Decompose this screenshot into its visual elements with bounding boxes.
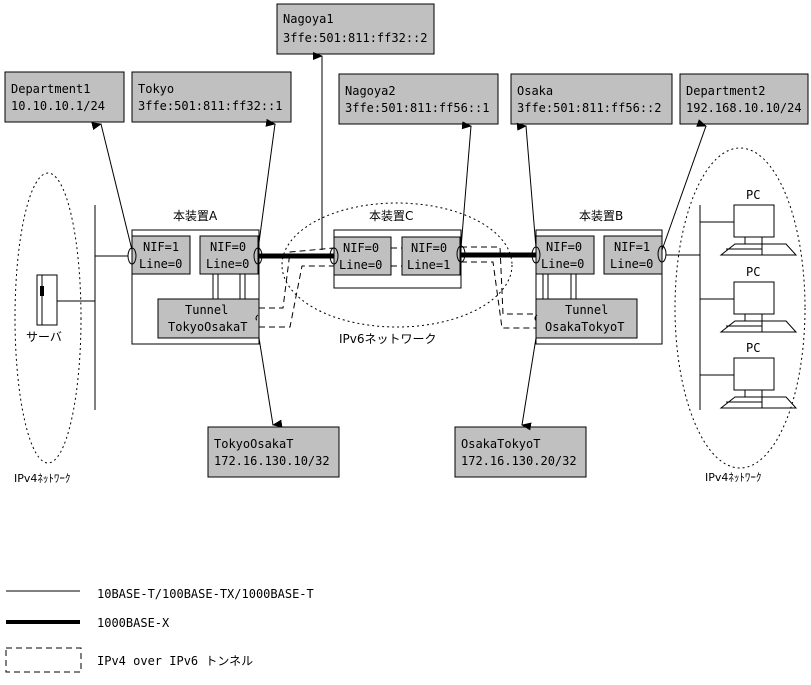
svg-text:Tunnel: Tunnel [565, 303, 608, 317]
svg-text:Line=0: Line=0 [139, 257, 182, 271]
device-a: 本装置A NIF=1 Line=0 NIF=0 Line=0 Tunnel To… [131, 209, 260, 345]
ipv4-network-right-label: IPv4ﾈｯﾄﾜｰｸ [705, 471, 761, 484]
legend-label-1: 1000BASE-X [97, 616, 170, 630]
arrow-to-osaka [516, 122, 537, 249]
svg-text:TokyoOsakaT: TokyoOsakaT [168, 320, 247, 334]
device-a-tunnel-if [157, 298, 260, 339]
device-c-if-line1 [401, 236, 461, 276]
legend-label-0: 10BASE-T/100BASE-TX/1000BASE-T [97, 587, 314, 601]
device-b: 本装置B NIF=0 Line=0 NIF=1 Line=0 Tunnel Os… [535, 209, 663, 345]
label-department2: Department2 192.168.10.10/24 [679, 73, 809, 125]
device-b-title: 本装置B [579, 209, 623, 223]
device-c-title: 本装置C [369, 209, 413, 223]
arrow-to-tokyoosakat [258, 337, 283, 428]
svg-text:NIF=0: NIF=0 [546, 240, 582, 254]
device-c-if-line0 [333, 236, 392, 276]
legend: 10BASE-T/100BASE-TX/1000BASE-T 1000BASE-… [5, 587, 314, 673]
svg-text:NIF=1: NIF=1 [614, 240, 650, 254]
pc-icon [700, 357, 798, 409]
pc-icon [700, 204, 798, 256]
legend-dashed-box-swatch [5, 647, 82, 673]
legend-label-2: IPv4 over IPv6 トンネル [97, 654, 253, 668]
ipv4-network-right-ellipse [674, 147, 806, 469]
label-osaka: Osaka 3ffe:501:811:ff56::2 [510, 73, 673, 125]
arrow-to-department2 [661, 119, 707, 251]
svg-text:Tokyo: Tokyo [138, 82, 174, 96]
svg-text:NIF=0: NIF=0 [411, 241, 447, 255]
device-a-if-nif0 [199, 235, 259, 275]
tunnel-a-endpoint [255, 314, 259, 323]
label-nagoya1: Nagoya1 3ffe:501:811:ff32::2 [276, 3, 435, 55]
svg-text:172.16.130.20/32: 172.16.130.20/32 [461, 454, 577, 468]
svg-text:Nagoya2: Nagoya2 [345, 84, 396, 98]
label-tokyo: Tokyo 3ffe:501:811:ff32::1 [131, 71, 292, 123]
svg-text:3ffe:501:811:ff56::1: 3ffe:501:811:ff56::1 [345, 101, 490, 115]
label-nagoya2: Nagoya2 3ffe:501:811:ff56::1 [338, 73, 499, 125]
svg-text:Line=1: Line=1 [407, 258, 450, 272]
svg-text:Line=0: Line=0 [541, 257, 584, 271]
svg-text:Line=0: Line=0 [206, 257, 249, 271]
svg-text:Department1: Department1 [11, 82, 90, 96]
device-a-title: 本装置A [173, 209, 218, 223]
server-label: サーバ [26, 330, 62, 344]
svg-text:TokyoOsakaT: TokyoOsakaT [214, 437, 293, 451]
device-a-if-nif1 [131, 235, 191, 275]
pc-icon [700, 281, 798, 333]
ipv6-network-label: IPv6ネットワーク [339, 332, 437, 346]
server-icon [36, 274, 58, 326]
svg-text:Line=0: Line=0 [339, 258, 382, 272]
arrow-to-tokyo [257, 118, 276, 251]
arrow-to-osakatokyot [521, 337, 537, 431]
tunnel-b-endpoint [534, 314, 538, 323]
ipv4-network-left-label: IPv4ﾈｯﾄﾜｰｸ [14, 472, 70, 485]
svg-text:OsakaTokyoT: OsakaTokyoT [545, 320, 624, 334]
ipv4-network-left-ellipse [14, 172, 82, 464]
tunnel-path-a-c [259, 247, 335, 328]
svg-text:NIF=0: NIF=0 [343, 241, 379, 255]
pc-label: PC [746, 265, 760, 279]
svg-text:3ffe:501:811:ff32::1: 3ffe:501:811:ff32::1 [138, 99, 283, 113]
svg-text:NIF=1: NIF=1 [143, 240, 179, 254]
port-b-nif1 [657, 245, 667, 263]
arrow-to-nagoya2 [460, 121, 472, 249]
pc-label: PC [746, 341, 760, 355]
svg-text:Line=0: Line=0 [610, 257, 653, 271]
svg-text:172.16.130.10/32: 172.16.130.10/32 [214, 454, 330, 468]
label-department1: Department1 10.10.10.1/24 [4, 71, 125, 123]
label-osakatokyot: OsakaTokyoT 172.16.130.20/32 [454, 426, 587, 478]
svg-text:10.10.10.1/24: 10.10.10.1/24 [11, 99, 105, 113]
device-b-tunnel-if [535, 298, 638, 339]
svg-text:3ffe:501:811:ff32::2: 3ffe:501:811:ff32::2 [283, 31, 428, 45]
label-tokyoosakat: TokyoOsakaT 172.16.130.10/32 [207, 426, 340, 478]
svg-text:Nagoya1: Nagoya1 [283, 12, 334, 26]
svg-text:Department2: Department2 [686, 84, 765, 98]
svg-text:Tunnel: Tunnel [185, 303, 228, 317]
arrow-to-department1 [91, 122, 133, 251]
svg-text:192.168.10.10/24: 192.168.10.10/24 [686, 101, 802, 115]
device-b-if-nif1 [603, 235, 663, 275]
pc-label: PC [746, 188, 760, 202]
svg-text:3ffe:501:811:ff56::2: 3ffe:501:811:ff56::2 [517, 101, 662, 115]
svg-text:NIF=0: NIF=0 [210, 240, 246, 254]
device-c: 本装置C NIF=0 Line=0 NIF=0 Line=1 [333, 209, 462, 289]
ipv6-network-ellipse [281, 202, 513, 328]
svg-text:OsakaTokyoT: OsakaTokyoT [461, 437, 540, 451]
svg-text:Osaka: Osaka [517, 84, 553, 98]
tunnel-path-c-b [461, 246, 536, 329]
